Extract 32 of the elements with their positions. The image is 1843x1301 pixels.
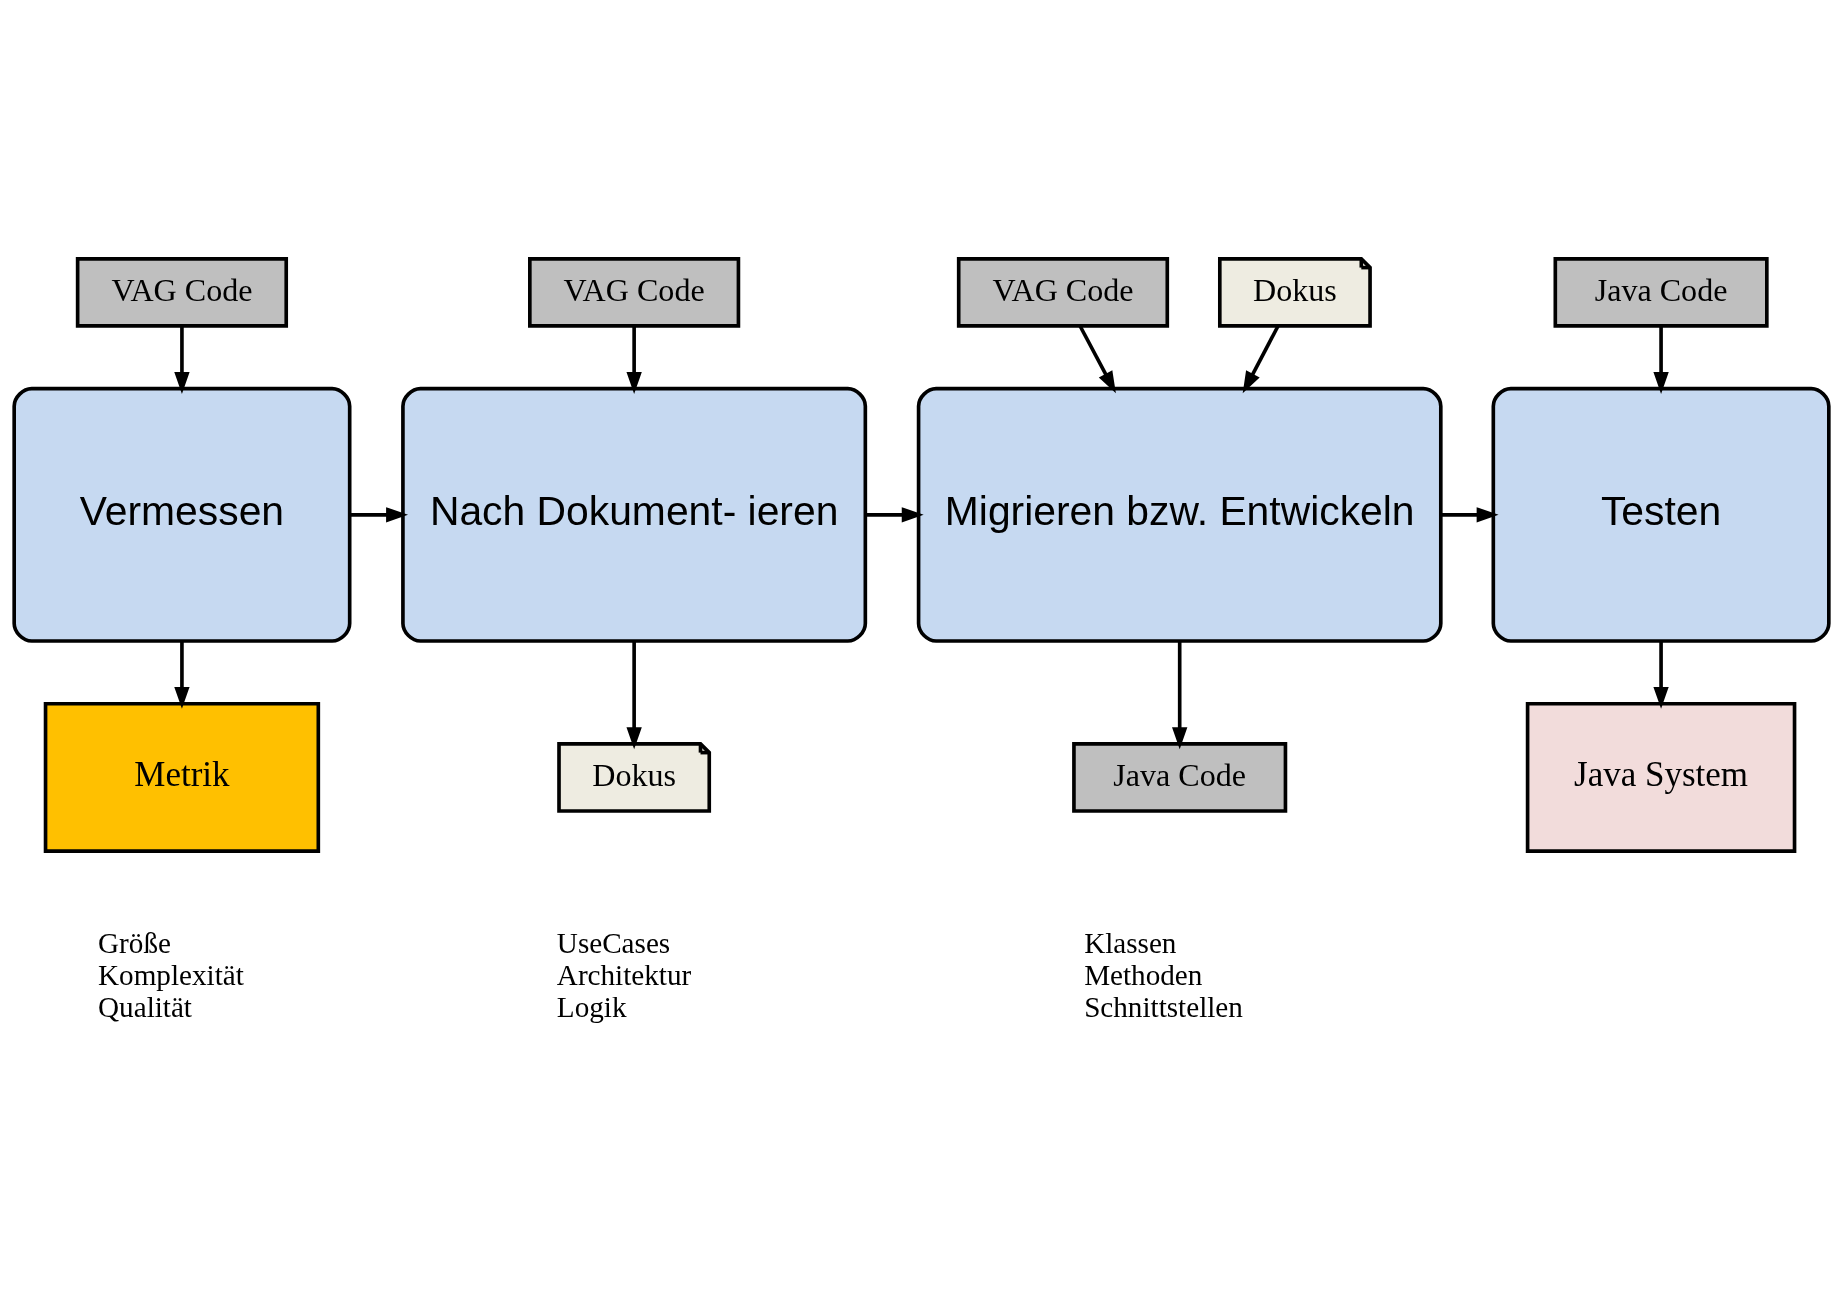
node-label: Schnittstellen xyxy=(1084,991,1243,1024)
node-label: Qualität xyxy=(98,991,192,1024)
arrow xyxy=(626,641,642,750)
arrow xyxy=(349,507,409,523)
node-box: VAG Code xyxy=(528,257,741,328)
arrow xyxy=(1441,507,1499,523)
arrow xyxy=(174,641,190,709)
node-label: UseCases xyxy=(556,927,671,960)
node-box: Testen xyxy=(1491,386,1831,643)
node-label: Methoden xyxy=(1084,959,1203,992)
arrow xyxy=(865,507,924,523)
arrow xyxy=(174,326,190,394)
arrow xyxy=(1242,325,1280,394)
node-box: Java System xyxy=(1525,701,1797,853)
node-label: Klassen xyxy=(1084,927,1177,960)
node-box: VAG Code xyxy=(956,257,1170,328)
node-box: Vermessen xyxy=(12,386,352,643)
node-box: VAG Code xyxy=(75,257,289,328)
arrow xyxy=(1172,641,1188,750)
node-box: Metrik xyxy=(43,701,321,853)
arrow xyxy=(1078,325,1116,394)
arrow xyxy=(1653,641,1669,709)
node-box: Java Code xyxy=(1553,257,1769,328)
node-label: Logik xyxy=(556,991,627,1024)
node-label: Komplexität xyxy=(98,959,244,992)
node-box: Nach Dokument- ieren xyxy=(401,386,868,643)
node-label: Größe xyxy=(98,927,171,960)
node-box: Migrieren bzw. Entwickeln xyxy=(916,386,1443,643)
arrow xyxy=(626,326,642,394)
node-label: Architektur xyxy=(556,959,692,992)
node-box: Java Code xyxy=(1072,742,1288,813)
arrow xyxy=(1653,326,1669,394)
